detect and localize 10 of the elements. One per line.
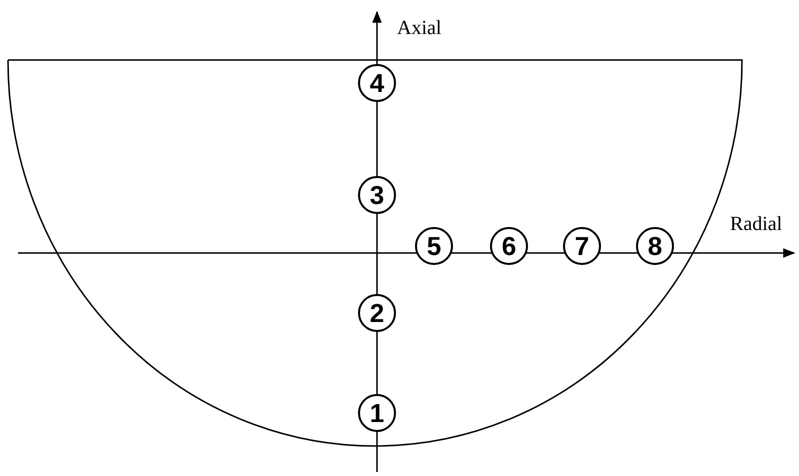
- measurement-point-circle: 7: [563, 227, 601, 265]
- measurement-point-circle: 8: [636, 227, 674, 265]
- measurement-point-circle: 1: [358, 394, 396, 432]
- axis-label: Radial: [730, 214, 782, 234]
- axis-label: Axial: [397, 18, 442, 38]
- measurement-point-circle: 6: [490, 227, 528, 265]
- measurement-point-circle: 2: [358, 294, 396, 332]
- measurement-point-circle: 4: [358, 64, 396, 102]
- measurement-point-circle: 3: [358, 176, 396, 214]
- measurement-point-circle: 5: [415, 227, 453, 265]
